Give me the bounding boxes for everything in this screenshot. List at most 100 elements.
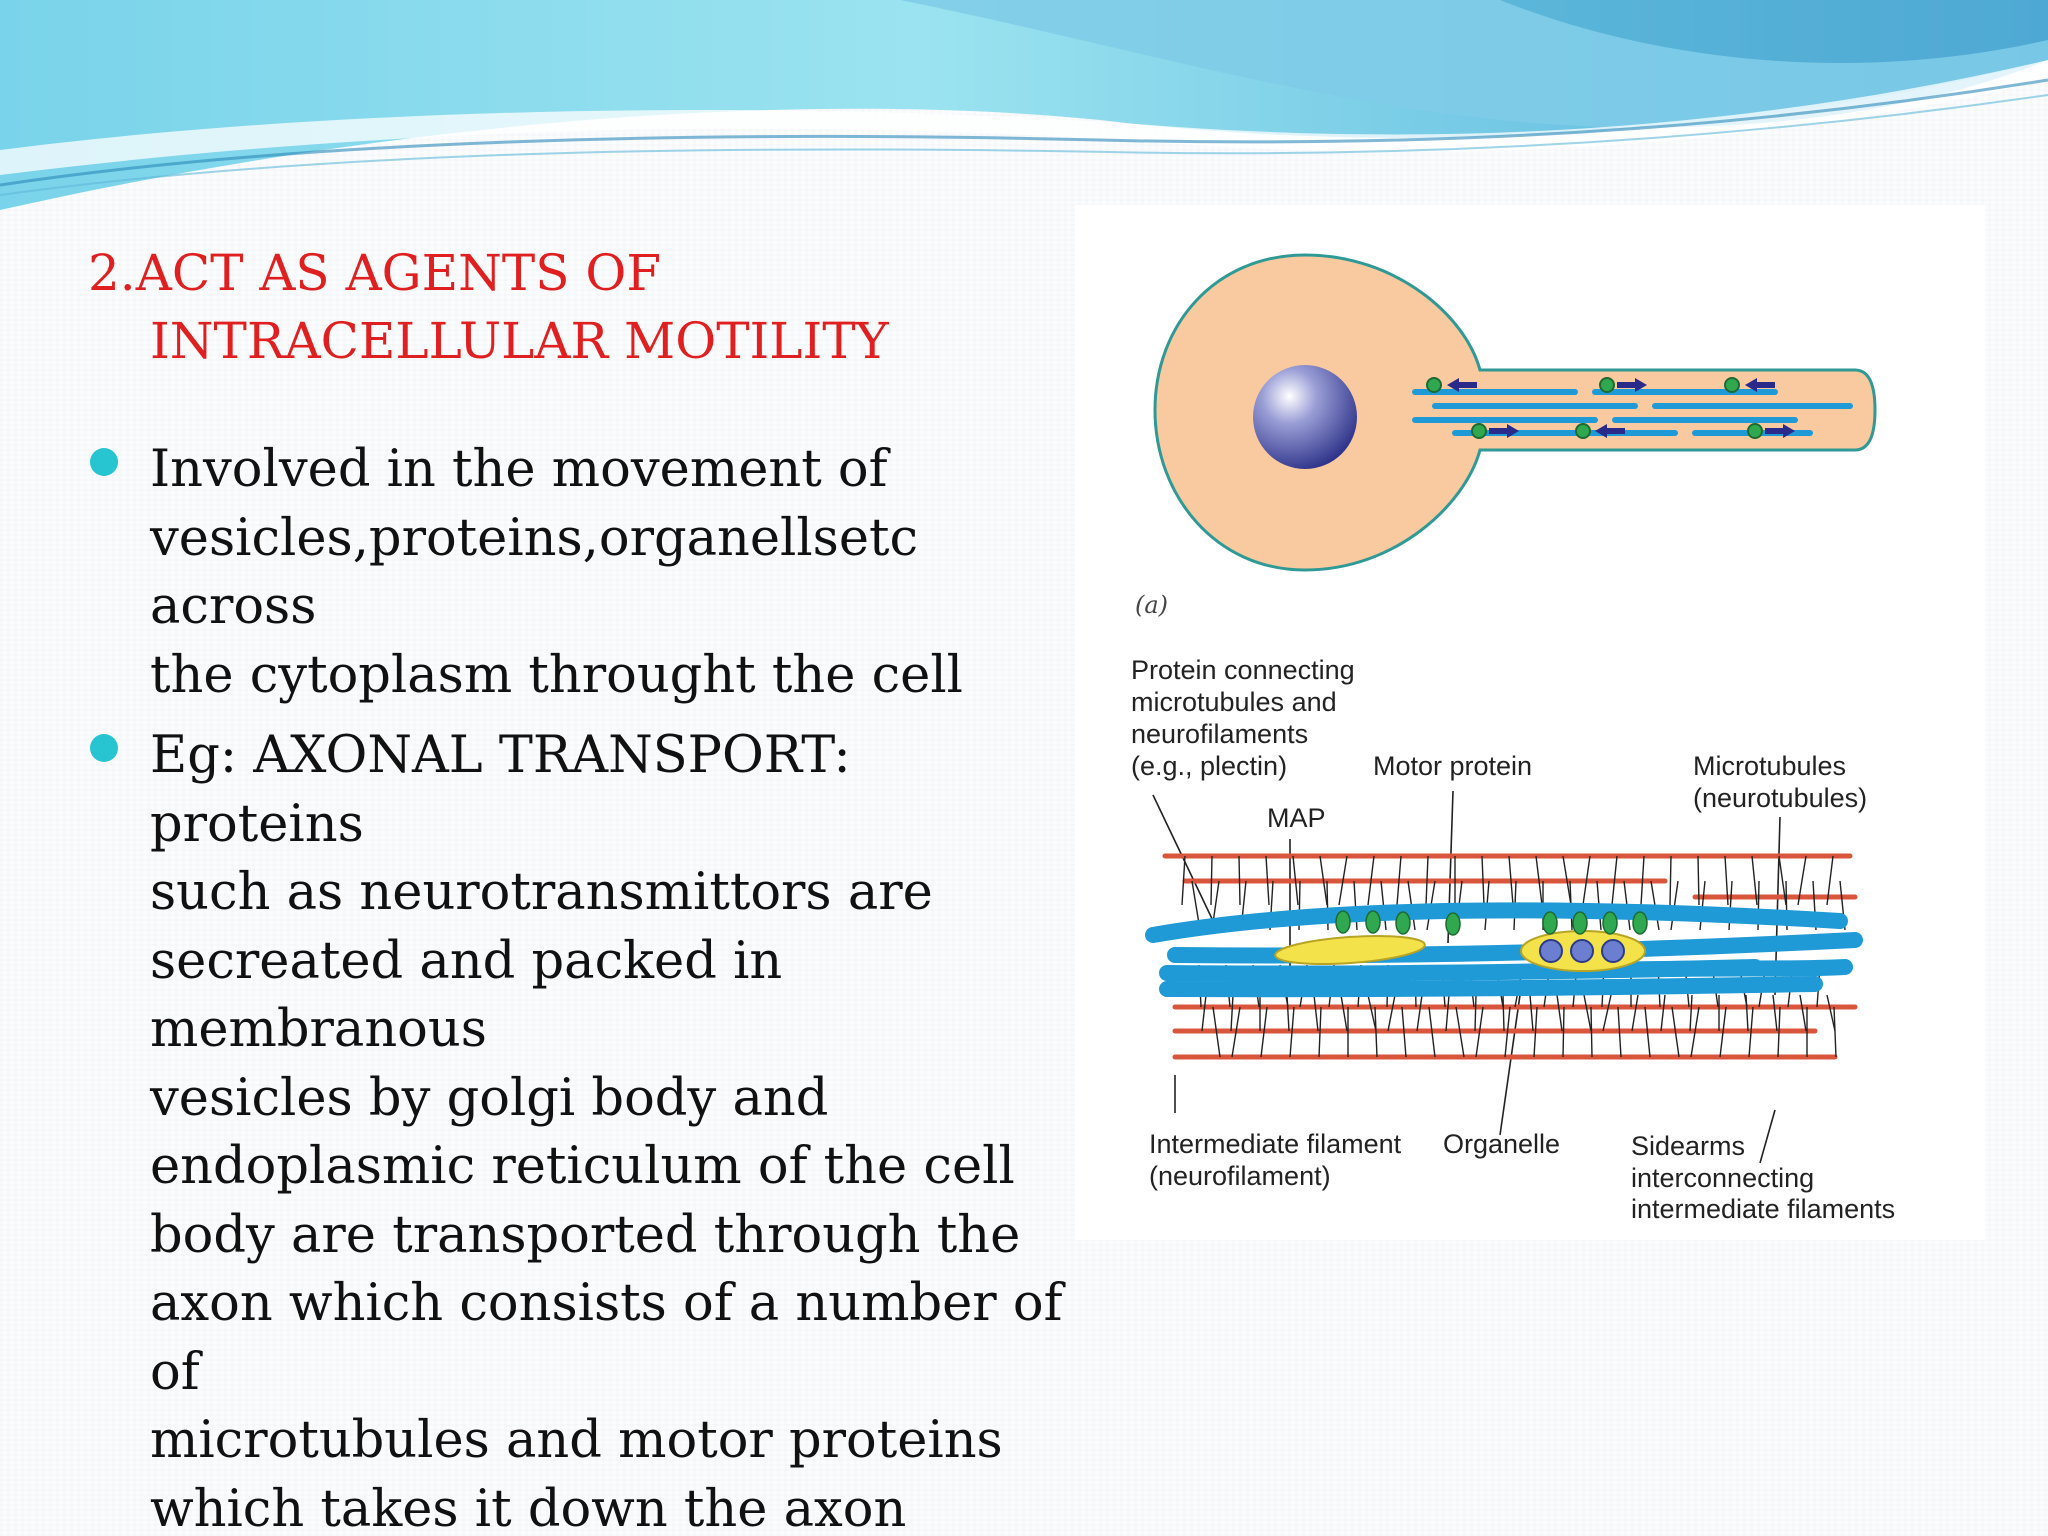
bullet-text: Involved in the movement of vesicles,pro…: [150, 440, 963, 705]
sidearm-line: [1535, 855, 1543, 906]
title-line-2: INTRACELLULAR MOTILITY: [150, 311, 889, 370]
motor-protein: [1445, 912, 1461, 936]
sidearm-line: [1799, 994, 1807, 1032]
vesicle: [1575, 423, 1591, 439]
panel-label: (a): [1135, 591, 1168, 619]
microtubule: [1167, 932, 1863, 964]
sidearm-line: [1529, 994, 1534, 1032]
sidearm-line: [1660, 994, 1666, 1032]
sidearm-line: [1751, 855, 1758, 906]
sidearm-line: [1481, 855, 1485, 906]
sidearm-line: [1289, 1006, 1295, 1058]
motor-protein: [1602, 911, 1618, 935]
motor-protein: [1365, 910, 1381, 934]
sidearm-line: [1697, 855, 1700, 906]
bullet-dot-icon: [90, 448, 118, 476]
sidearm-line: [1826, 855, 1834, 906]
sidearm-line: [1583, 994, 1592, 1032]
vesicle-content: [1539, 939, 1563, 963]
sidearm-line: [1292, 855, 1299, 906]
neuron-diagram: (a): [1135, 253, 1877, 619]
sidearm-line: [1602, 994, 1612, 1032]
axon-cytoskeleton-diagram: Protein connecting microtubules and neur…: [1131, 655, 1895, 1224]
bullet-text: Eg: AXONAL TRANSPORT: proteins such as n…: [150, 726, 1063, 1536]
vesicle: [1426, 377, 1442, 393]
label-motor-protein: Motor protein: [1373, 751, 1532, 781]
sidearm-line: [1777, 1006, 1781, 1058]
sidearm-line: [1475, 1006, 1484, 1058]
sidearm-line: [1690, 1006, 1700, 1058]
sidearm-line: [1428, 1006, 1436, 1058]
vesicle: [1747, 423, 1763, 439]
sidearm-line: [1265, 855, 1270, 906]
motor-protein: [1632, 911, 1648, 935]
sidearm-line: [1562, 1006, 1565, 1058]
sidearm-line: [1833, 1006, 1837, 1058]
sidearm-line: [1533, 1006, 1538, 1058]
header-wave-decoration: [0, 0, 2048, 210]
sidearm-line: [1778, 855, 1787, 906]
sidearm-line: [1367, 994, 1377, 1032]
sidearm-line: [1230, 994, 1234, 1032]
sidearm-line: [1260, 1006, 1268, 1058]
sidearm-line: [1502, 994, 1505, 1032]
sidearm-line: [1455, 1006, 1465, 1058]
sidearm-line: [1212, 1006, 1221, 1058]
sidearm-line: [1719, 1006, 1727, 1058]
sidearm-line: [1611, 855, 1618, 906]
sidearm-line: [1556, 994, 1563, 1032]
sidearm-line: [1797, 855, 1807, 906]
label-microtubules: Microtubules (neurotubules): [1693, 751, 1867, 813]
microtubule: [1145, 902, 1848, 943]
sidearm-line: [1826, 994, 1836, 1032]
motor-protein: [1335, 910, 1351, 934]
sidearm-line: [1318, 1006, 1322, 1058]
sidearm-line: [1631, 994, 1639, 1032]
sidearm-line: [1617, 1006, 1622, 1058]
sidearm-line: [1474, 994, 1477, 1032]
title-line-1: 2.ACT AS AGENTS OF: [88, 243, 662, 302]
motor-protein: [1542, 911, 1558, 935]
sidearm-line: [1416, 994, 1423, 1032]
sidearm-line: [1238, 855, 1241, 906]
sidearm-line: [1319, 855, 1328, 906]
sidearm-line: [1201, 994, 1207, 1032]
sidearm-line: [1367, 855, 1375, 906]
sidearm-line: [1644, 1006, 1651, 1058]
sidearm-line: [1313, 994, 1319, 1032]
sidearm-line: [1590, 1006, 1593, 1058]
sidearm-line: [1286, 994, 1290, 1032]
motor-protein: [1572, 911, 1588, 935]
vesicle: [1471, 423, 1487, 439]
bullet-item: Eg: AXONAL TRANSPORT: proteins such as n…: [88, 722, 1078, 1536]
vesicle: [1724, 377, 1740, 393]
sidearm-line: [1689, 994, 1693, 1032]
sidearm-line: [1340, 994, 1348, 1032]
sidearm-line: [1748, 1006, 1754, 1058]
sidearm-line: [1445, 994, 1450, 1032]
sidearm-line: [1338, 855, 1348, 906]
sidearm-line: [1582, 855, 1591, 906]
sidearm-line: [1669, 855, 1672, 906]
organelle-elongated: [1274, 935, 1426, 965]
sidearm-line: [1724, 855, 1729, 906]
label-organelle: Organelle: [1443, 1129, 1560, 1159]
sidearm-line: [1231, 1006, 1241, 1058]
microtubule: [1607, 959, 1853, 978]
motor-protein: [1395, 911, 1411, 935]
arrow-left-icon: [1745, 378, 1775, 392]
vesicle: [1599, 377, 1615, 393]
sidearm-line: [1562, 855, 1572, 906]
sidearm-line: [1374, 1006, 1378, 1058]
axonal-transport-figure: (a) Protein connecting microtubules and …: [1075, 205, 1985, 1240]
sidearm-line: [1425, 855, 1429, 906]
arrow-right-icon: [1765, 424, 1795, 438]
arrow-right-icon: [1617, 378, 1647, 392]
bullet-dot-icon: [90, 734, 118, 762]
label-protein-connecting: Protein connecting microtubules and neur…: [1131, 655, 1362, 781]
sidearm-line: [1508, 855, 1514, 906]
vesicle-content: [1601, 939, 1625, 963]
sidearm-line: [1640, 855, 1645, 906]
slide-title: 2.ACT AS AGENTS OF INTRACELLULAR MOTILIT…: [88, 239, 1068, 375]
